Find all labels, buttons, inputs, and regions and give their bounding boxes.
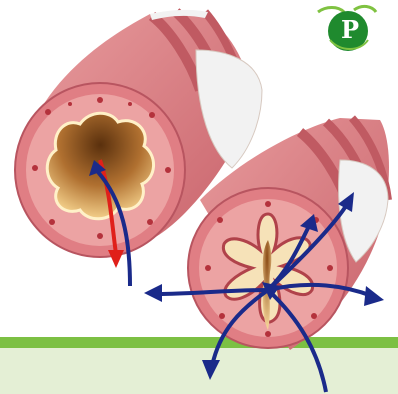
ground <box>0 337 398 394</box>
logo-letter: P <box>338 16 362 44</box>
